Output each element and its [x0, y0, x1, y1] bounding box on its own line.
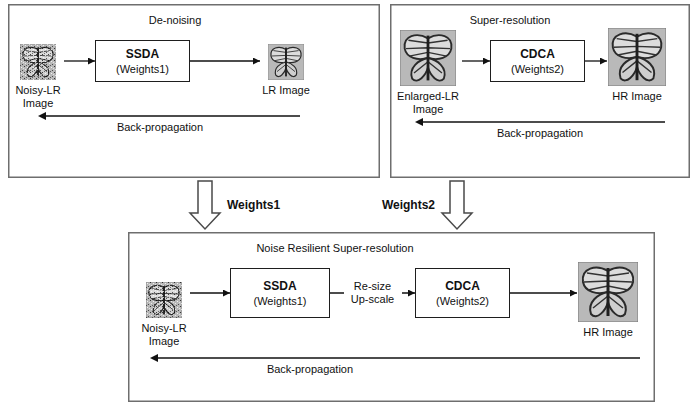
stage-panel: De-noisingNoisy-LR Image SSDA(Weights1) LR…: [8, 4, 380, 178]
box-title: SSDA: [126, 47, 159, 62]
enlarged-lr-thumbnail: [400, 30, 456, 86]
image-caption: HR Image: [607, 90, 667, 103]
panel-title: De-noising: [149, 14, 202, 27]
image-node: Noisy-LR Image: [138, 282, 190, 348]
noisy-lr-thumbnail: [146, 282, 182, 318]
edge-label: Re-size Up-scale: [344, 279, 402, 307]
image-caption: Noisy-LR Image: [138, 322, 190, 348]
image-caption: Enlarged-LR Image: [394, 90, 462, 116]
panel-title: Noise Resilient Super-resolution: [256, 242, 413, 255]
flow-arrow: [190, 60, 260, 61]
flow-arrow: [585, 60, 607, 61]
stage-panel: Noise Resilient Super-resolutionNoisy-LR…: [128, 232, 655, 402]
image-caption: Noisy-LR Image: [12, 84, 64, 110]
process-box: SSDA(Weights1): [95, 40, 190, 82]
flow-arrow: [190, 292, 230, 293]
flow-arrow: [64, 60, 95, 61]
flow-arrow: [462, 60, 490, 61]
image-caption: LR Image: [260, 84, 312, 97]
backprop-arrow: [38, 112, 300, 120]
weights-label: Weights2: [380, 198, 437, 213]
stage-panel: Super-resolutionEnlarged-LR Image CDCA(We…: [390, 4, 690, 178]
box-subtitle: (Weights1): [116, 62, 169, 76]
hr-thumbnail: [578, 262, 638, 322]
backprop-arrow: [415, 118, 665, 126]
process-box: SSDA(Weights1): [230, 268, 330, 318]
box-title: CDCA: [445, 279, 480, 294]
box-subtitle: (Weights2): [436, 294, 489, 308]
process-box: CDCA(Weights2): [415, 268, 510, 318]
noisy-lr-thumbnail: [20, 44, 56, 80]
image-node: Enlarged-LR Image: [394, 30, 462, 116]
backprop-label: Back-propagation: [267, 363, 353, 376]
backprop-label: Back-propagation: [117, 121, 203, 134]
lr-thumbnail: [268, 44, 304, 80]
box-subtitle: (Weights2): [511, 62, 564, 76]
image-node: LR Image: [260, 44, 312, 97]
image-node: HR Image: [577, 262, 639, 339]
image-node: HR Image: [607, 28, 667, 103]
weights-label: Weights1: [225, 198, 282, 213]
backprop-arrow: [150, 354, 640, 362]
weight-transfer-arrow: [190, 181, 220, 229]
hr-thumbnail: [608, 28, 666, 86]
weight-transfer-arrow: [442, 181, 472, 229]
panel-title: Super-resolution: [470, 14, 551, 27]
image-node: Noisy-LR Image: [12, 44, 64, 110]
box-title: SSDA: [263, 279, 296, 294]
backprop-label: Back-propagation: [497, 127, 583, 140]
box-title: CDCA: [520, 47, 555, 62]
flow-arrow: [510, 292, 577, 293]
image-caption: HR Image: [577, 326, 639, 339]
box-subtitle: (Weights1): [254, 294, 307, 308]
process-box: CDCA(Weights2): [490, 40, 585, 82]
